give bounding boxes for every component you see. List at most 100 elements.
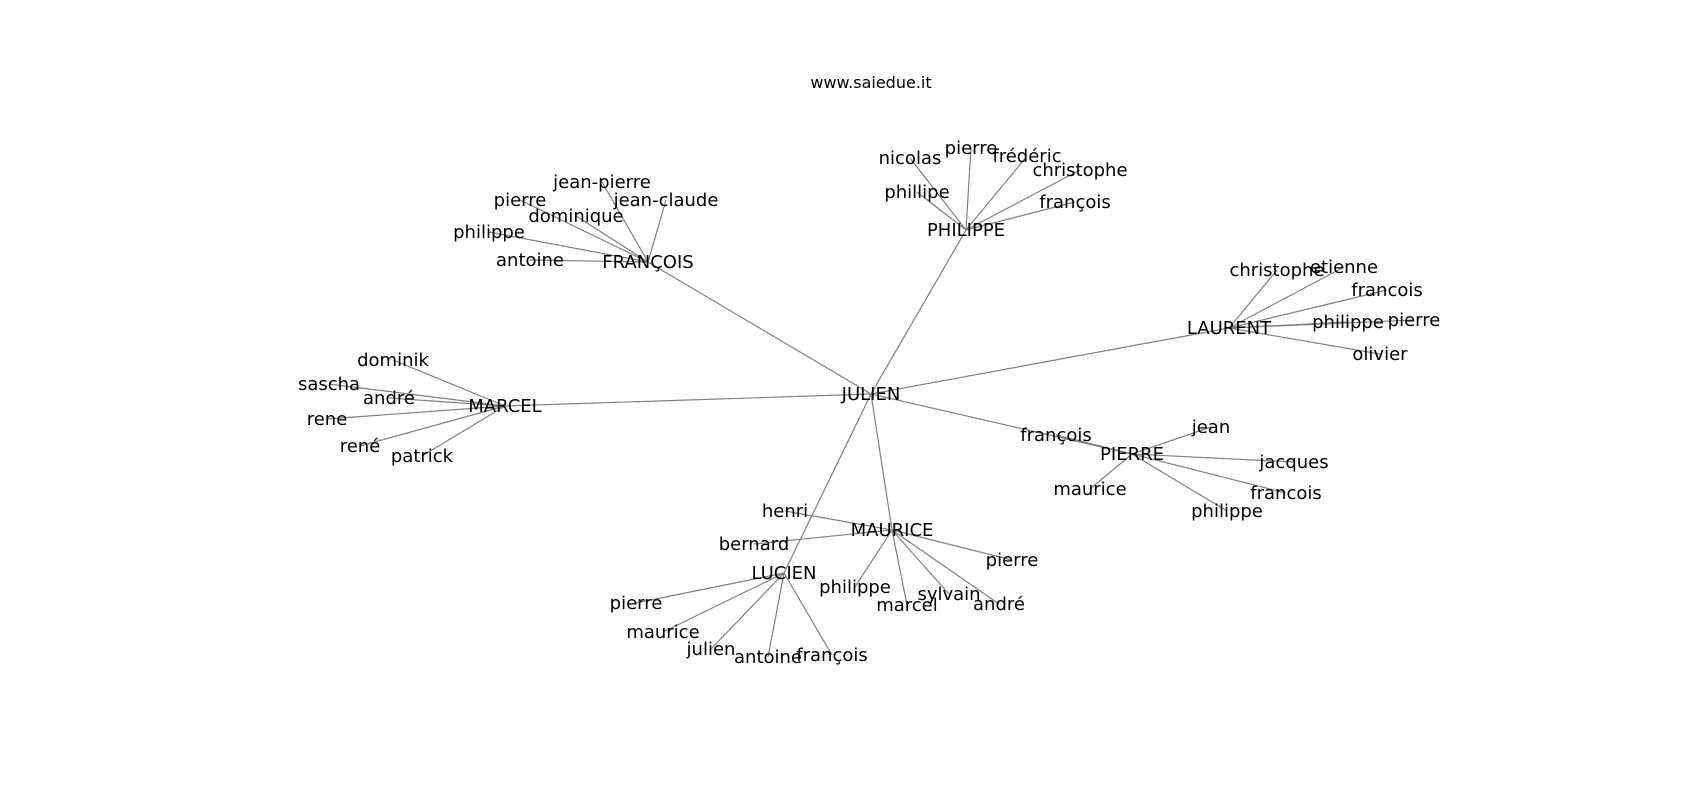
- edge-lucien-lu_julien: [710, 572, 785, 650]
- node-label-f-jeanpierre: jean-pierre: [552, 172, 651, 193]
- node-label-pi-maurice: maurice: [1053, 479, 1126, 500]
- node-label-l-francois: francois: [1351, 280, 1422, 301]
- edge-lucien-lu_maurice: [662, 572, 785, 633]
- edge-marcel-m_patrick: [421, 405, 506, 457]
- edge-julien-pierre: [870, 393, 1133, 455]
- node-label-ma-henri: henri: [762, 501, 808, 522]
- node-label-lu-antoine: antoine: [734, 647, 802, 668]
- edge-philippe-p_christophe: [965, 169, 1081, 231]
- edge-maurice-ma_marcel: [891, 529, 908, 606]
- node-label-ma-sylvain: sylvain: [917, 584, 980, 605]
- node-label-p-francois: françois: [1039, 192, 1110, 213]
- edge-pierre-pi_philippe: [1131, 453, 1228, 512]
- edge-pierre-pi_francois2: [1131, 453, 1287, 494]
- edge-francois-f_antoine: [529, 259, 649, 263]
- node-label-f-antoine: antoine: [496, 250, 564, 271]
- edge-laurent-l_etienne: [1228, 266, 1345, 329]
- edge-julien-lucien: [783, 393, 872, 574]
- edge-pierre-pi_francois: [1055, 434, 1133, 455]
- edge-philippe-p_pierre: [965, 147, 972, 231]
- edge-marcel-m_andre: [388, 397, 506, 407]
- node-label-ma-philippe: philippe: [819, 577, 891, 598]
- edge-marcel-m_rene2: [359, 405, 506, 447]
- edge-maurice-ma_henri: [784, 510, 893, 531]
- node-label-pi-jacques: jacques: [1258, 452, 1328, 473]
- edge-philippe-p_frederic: [965, 155, 1028, 231]
- node-label-laurent: LAURENT: [1187, 318, 1272, 339]
- node-label-l-olivier: olivier: [1352, 344, 1408, 365]
- edge-julien-laurent: [870, 327, 1230, 395]
- edge-laurent-l_olivier: [1228, 327, 1381, 355]
- node-label-m-sascha: sascha: [298, 374, 360, 395]
- node-label-l-christophe: christophe: [1229, 260, 1324, 281]
- edge-marcel-m_rene: [326, 405, 506, 420]
- node-label-m-andre: andré: [363, 388, 415, 409]
- site-title: www.saiedue.it: [810, 73, 931, 92]
- node-label-lucien: LUCIEN: [751, 563, 816, 584]
- node-label-marcel: MARCEL: [468, 396, 541, 417]
- edge-philippe-p_nicolas: [909, 157, 967, 231]
- edge-julien-maurice: [870, 393, 893, 531]
- node-label-p-pierre: pierre: [945, 138, 998, 159]
- edge-laurent-l_pierre: [1228, 319, 1415, 329]
- labels-layer: JULIEN FRANÇOIS PHILIPPE LAURENT MARCEL PIERR…: [298, 138, 1440, 668]
- edge-julien-francois: [647, 261, 872, 395]
- edge-pierre-pi_maurice: [1089, 453, 1133, 490]
- node-label-ma-pierre: pierre: [986, 550, 1039, 571]
- edge-pierre-pi_jacques: [1131, 453, 1295, 463]
- edge-francois-f_pierre: [519, 199, 649, 263]
- edge-maurice-ma_andre: [891, 529, 1000, 605]
- edge-maurice-ma_pierre: [891, 529, 1013, 561]
- edge-philippe-p_phillipe: [916, 191, 967, 231]
- edge-francois-f_jeanclaude: [647, 199, 667, 263]
- node-label-ma-andre: andré: [973, 594, 1025, 615]
- edge-maurice-ma_sylvain: [891, 529, 950, 595]
- node-label-lu-julien: julien: [686, 639, 736, 660]
- node-label-julien: JULIEN: [841, 384, 901, 405]
- node-label-m-dominik: dominik: [357, 350, 429, 371]
- node-label-lu-maurice: maurice: [626, 622, 699, 643]
- node-label-m-patrick: patrick: [391, 446, 454, 467]
- edge-lucien-lu_pierre: [635, 572, 785, 604]
- node-label-f-philippe: philippe: [453, 222, 525, 243]
- node-label-l-pierre: pierre: [1388, 310, 1441, 331]
- node-label-francois: FRANÇOIS: [602, 252, 693, 273]
- node-label-p-phillipe: phillipe: [884, 182, 949, 203]
- node-label-p-christophe: christophe: [1032, 160, 1127, 181]
- node-label-pi-francois2: francois: [1250, 483, 1321, 504]
- node-label-ma-bernard: bernard: [719, 534, 790, 555]
- node-label-maurice: MAURICE: [851, 520, 934, 541]
- node-label-philippe: PHILIPPE: [927, 220, 1005, 241]
- edge-francois-f_philippe: [488, 231, 649, 263]
- node-label-f-jeanclaude: jean-claude: [613, 190, 719, 211]
- edge-lucien-lu_antoine: [767, 572, 785, 658]
- node-label-lu-pierre: pierre: [610, 593, 663, 614]
- edge-marcel-m_sascha: [328, 383, 506, 407]
- node-label-pi-francois: françois: [1020, 425, 1091, 446]
- node-label-lu-francois: françois: [796, 645, 867, 666]
- node-label-l-philippe: philippe: [1312, 312, 1384, 333]
- edge-francois-f_jeanpierre: [601, 181, 649, 263]
- node-label-pi-philippe: philippe: [1191, 501, 1263, 522]
- node-label-l-etienne: etienne: [1310, 257, 1378, 278]
- node-label-p-nicolas: nicolas: [879, 148, 942, 169]
- edge-maurice-ma_bernard: [753, 529, 893, 545]
- node-label-m-rene: rene: [307, 409, 348, 430]
- node-label-pi-jean: jean: [1191, 417, 1231, 438]
- node-label-f-pierre: pierre: [494, 190, 547, 211]
- node-label-ma-marcel: marcel: [876, 595, 938, 616]
- edge-francois-f_dominique: [575, 215, 649, 263]
- node-label-pierre: PIERRE: [1100, 444, 1164, 465]
- edge-lucien-lu_francois: [783, 572, 833, 656]
- node-label-p-frederic: frédéric: [992, 146, 1061, 167]
- edge-laurent-l_francois: [1228, 289, 1388, 329]
- edge-laurent-l_christophe: [1228, 269, 1278, 329]
- edge-julien-marcel: [504, 393, 872, 407]
- edge-maurice-ma_philippe: [854, 529, 893, 588]
- edge-julien-philippe: [870, 229, 967, 395]
- edge-philippe-p_francois: [965, 201, 1076, 231]
- edge-marcel-m_dominik: [392, 359, 506, 407]
- edges-layer: [326, 147, 1415, 658]
- edge-pierre-pi_jean: [1131, 426, 1212, 455]
